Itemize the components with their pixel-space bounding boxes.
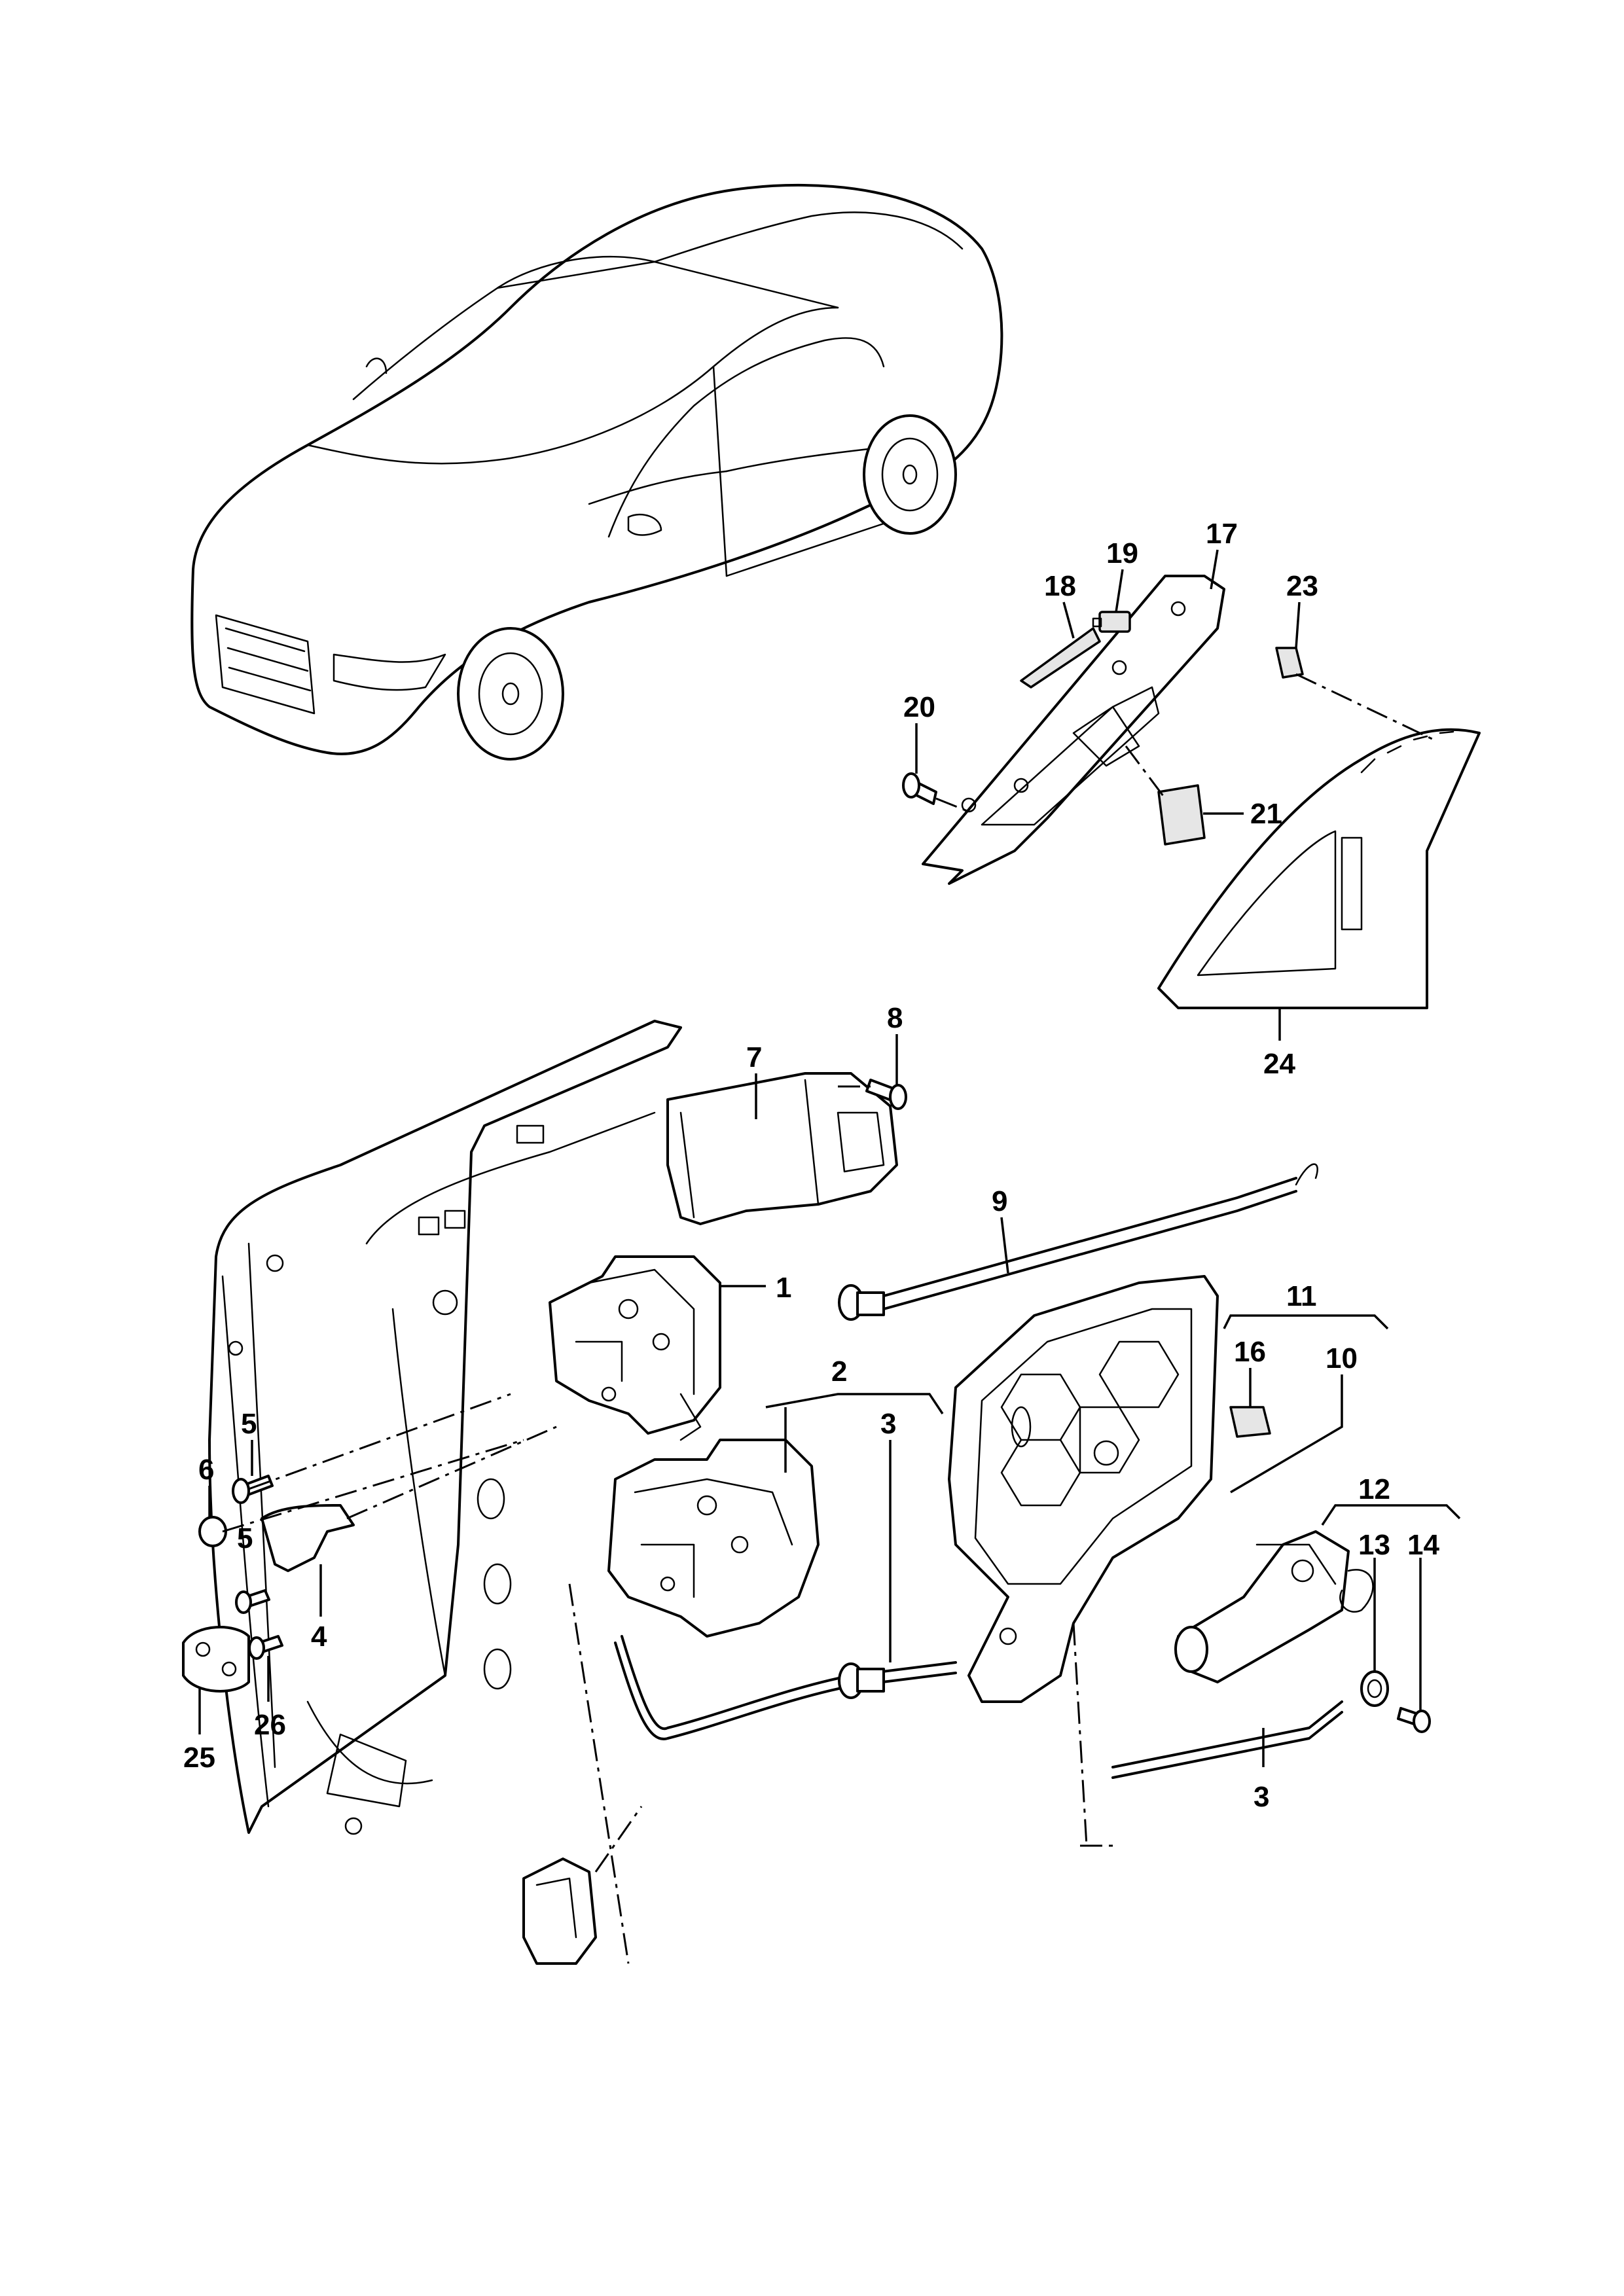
- door-lock-1: [549, 1255, 721, 1441]
- part-18: [1020, 627, 1101, 689]
- part-19: [1092, 611, 1131, 633]
- callout-23: 23: [1286, 570, 1318, 602]
- callout-14: 14: [1407, 1529, 1439, 1561]
- grommet-13: [1360, 1670, 1389, 1707]
- callout-3-upper: 3: [880, 1408, 896, 1440]
- assembly-line-6: [222, 1439, 524, 1533]
- callout-5-lower: 5: [237, 1522, 253, 1554]
- switch-bottom: [522, 1857, 597, 1965]
- bracket-11: [1223, 1314, 1389, 1330]
- assembly-line-17-21: [1125, 745, 1166, 799]
- leader-19: [1115, 569, 1124, 613]
- leader-10: [1230, 1374, 1343, 1494]
- screw-26: [248, 1635, 283, 1660]
- washer-6: [198, 1516, 227, 1547]
- callout-6: 6: [198, 1454, 214, 1486]
- part-21: [1157, 784, 1206, 846]
- screw-14: [1397, 1707, 1431, 1733]
- callout-4: 4: [311, 1621, 327, 1653]
- cover-7: [666, 1072, 898, 1225]
- clip-23: [1275, 647, 1304, 679]
- part-16: [1229, 1406, 1271, 1438]
- callout-21: 21: [1250, 798, 1282, 830]
- assembly-line-23-24: [1295, 673, 1434, 741]
- assembly-line-lock2: [568, 1583, 630, 1964]
- screw-20: [902, 772, 937, 805]
- callout-8: 8: [887, 1002, 903, 1034]
- assembly-line-bottom: [594, 1806, 643, 1873]
- door-panel: [208, 1020, 682, 1835]
- callout-11: 11: [1286, 1280, 1317, 1312]
- callout-1: 1: [776, 1272, 791, 1304]
- callout-9: 9: [992, 1185, 1007, 1217]
- callout-25: 25: [183, 1742, 215, 1774]
- callout-2: 2: [831, 1355, 847, 1388]
- callout-24: 24: [1263, 1048, 1295, 1080]
- striker-4: [261, 1504, 355, 1572]
- callout-5-upper: 5: [241, 1408, 257, 1440]
- door-lock-2: [607, 1439, 820, 1638]
- callout-17: 17: [1206, 518, 1238, 550]
- bracket-2: [765, 1393, 944, 1414]
- motor-12: [1174, 1530, 1374, 1683]
- car-illustration: [190, 183, 1003, 761]
- callout-10: 10: [1326, 1342, 1358, 1374]
- cable-9: [838, 1163, 1318, 1321]
- callout-12: 12: [1358, 1473, 1390, 1505]
- callout-19: 19: [1106, 537, 1138, 569]
- trim-24: [1157, 728, 1481, 1010]
- callout-20: 20: [903, 691, 935, 723]
- cable-3: [614, 1635, 957, 1740]
- callout-16: 16: [1234, 1336, 1266, 1368]
- plate-25: [182, 1626, 250, 1693]
- cable-3-lower: [1111, 1700, 1343, 1768]
- callout-3-lower: 3: [1254, 1781, 1269, 1813]
- assembly-line-5-lock: [248, 1393, 511, 1490]
- callout-26: 26: [254, 1709, 286, 1741]
- leader-23: [1295, 601, 1301, 649]
- leader-17: [1210, 549, 1219, 590]
- cable-3-lower-b: [1111, 1711, 1343, 1779]
- callout-13: 13: [1358, 1529, 1390, 1561]
- callout-7: 7: [746, 1041, 762, 1073]
- assembly-line-4: [346, 1426, 557, 1520]
- callout-18: 18: [1044, 570, 1076, 602]
- screw-5-lower: [235, 1589, 270, 1614]
- assembly-line-20: [935, 797, 969, 813]
- leader-9: [1000, 1217, 1009, 1274]
- handle-carrier-17: [922, 575, 1225, 885]
- assembly-line-regulator: [1072, 1623, 1088, 1846]
- screw-5-upper: [232, 1475, 274, 1504]
- leader-18: [1062, 601, 1075, 639]
- bracket-12: [1321, 1504, 1461, 1526]
